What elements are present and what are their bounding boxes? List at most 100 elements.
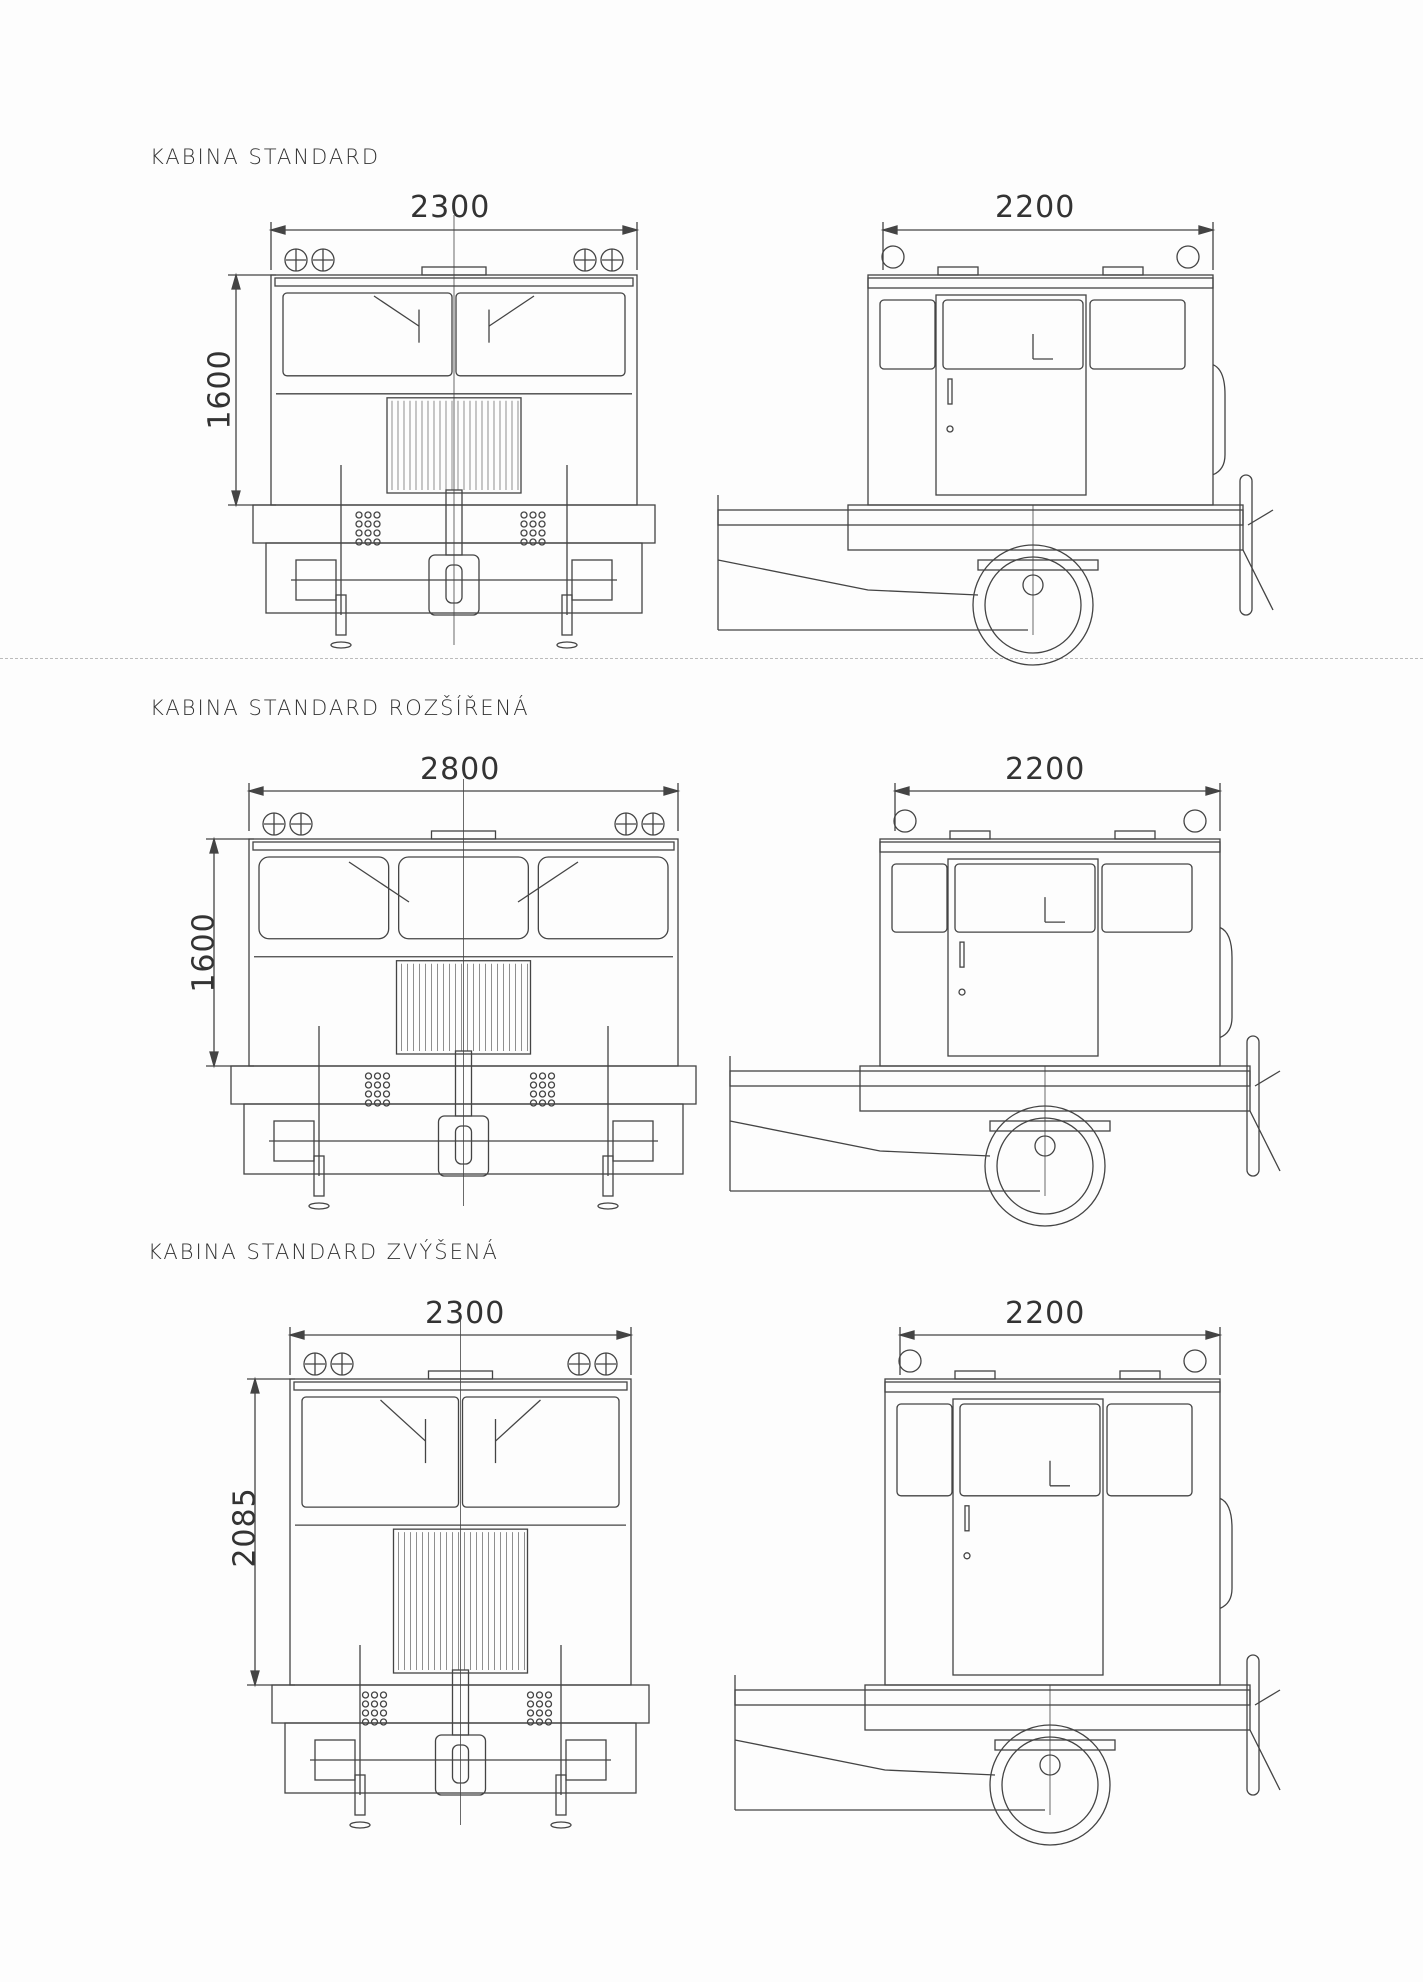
roof-vent [1102,266,1144,276]
roof-vent [1114,830,1156,840]
cab-side-body [879,838,1221,1067]
door-handle [964,1505,970,1532]
bolt-pattern [355,511,363,519]
roof-vent [949,830,991,840]
door-handle [947,378,953,405]
bolt-pattern [526,1718,535,1726]
section-title-zvysena: KABINA STANDARD ZVÝŠENÁ [148,1240,499,1264]
side-length-dimension-arrow-right [1205,1330,1223,1340]
undercarriage [265,542,643,614]
front-height-dimension-arrow-bottom [231,490,241,508]
axle-beam [989,1120,1111,1132]
beacon-icon [1176,245,1200,269]
bolt-pattern [370,1700,379,1708]
side-window-front [1089,299,1186,370]
bolt-pattern [529,520,537,528]
lower-frame [734,1739,996,1776]
front-height-dimension-arrow-top [231,272,241,290]
bolt-pattern [529,511,537,519]
bolt-pattern [364,1081,373,1089]
coupler-shaft [451,1669,470,1736]
beacon-icon [893,809,917,833]
dim-side-length-2: 2200 [1005,752,1086,787]
bolt-pattern [373,538,381,546]
bolt-pattern [373,1072,382,1080]
front-window-right [461,1396,620,1508]
bolt-pattern [355,520,363,528]
bolt-pattern [364,511,372,519]
jack-foot [330,641,352,649]
hitch-bracket [1246,1654,1260,1796]
bolt-pattern [364,1072,373,1080]
door-lock [958,988,966,996]
front-window-left [282,292,453,377]
roof-rail [867,277,1214,289]
side-length-dimension-arrow-right [1198,225,1216,235]
bolt-pattern [364,529,372,537]
scan-fold-line [0,658,1423,659]
bolt-pattern [373,1081,382,1089]
bolt-pattern [364,1090,373,1098]
roof-vent [1119,1370,1161,1380]
bolt-pattern [538,520,546,528]
frame-rail [734,1689,1251,1706]
side-length-dimension-arrow-left [892,786,910,796]
bolt-pattern [538,1099,547,1107]
undercarriage [284,1722,637,1794]
cab-side-body [867,274,1214,506]
bolt-pattern [373,1090,382,1098]
bolt-pattern [379,1709,388,1717]
bolt-pattern [538,1081,547,1089]
side-length-dimension-arrow-left [880,225,898,235]
bolt-pattern [361,1709,370,1717]
door [952,1398,1104,1676]
section-title-rozsirena: KABINA STANDARD ROZŠÍŘENÁ [150,696,530,720]
main-beam [859,1065,1251,1112]
bolt-pattern [361,1718,370,1726]
jack-foot [308,1202,330,1210]
front-width-dimension-arrow-right [663,786,681,796]
jack-foot [597,1202,619,1210]
front-fender [1219,1497,1233,1609]
dim-side-length-1: 2200 [995,190,1076,225]
jack-foot [556,641,578,649]
bolt-pattern [535,1691,544,1699]
front-fender [1219,926,1233,1039]
jack-foot [349,1821,371,1829]
side-window-rear [879,299,936,370]
front-window [258,856,390,940]
bolt-pattern [547,1090,556,1098]
front-window-left [301,1396,460,1508]
bolt-pattern [544,1718,553,1726]
frame-rail [717,509,1244,526]
bolt-pattern [538,529,546,537]
seat-outline [1032,334,1053,360]
roof-rail [879,841,1221,853]
front-width-dimension-arrow-right [616,1330,634,1340]
door-lock [963,1552,971,1560]
bolt-pattern [538,1090,547,1098]
bolt-pattern [547,1081,556,1089]
wiper [373,295,420,327]
bolt-pattern [382,1099,391,1107]
bolt-pattern [382,1072,391,1080]
jack-leg [313,1155,325,1197]
bolt-pattern [361,1691,370,1699]
door [935,294,1087,496]
coupler-slot [445,564,463,604]
bolt-pattern [538,538,546,546]
bolt-pattern [535,1700,544,1708]
seat-outline [1044,897,1065,923]
front-window [537,856,669,940]
cab-side-body [884,1378,1221,1686]
hitch-strut [1249,1729,1281,1791]
hitch-pin [1247,509,1274,526]
wiper [495,1399,541,1442]
coupler-shaft [454,1050,473,1117]
roof-vent [954,1370,996,1380]
beacon-icon [881,245,905,269]
wiper [488,295,535,327]
front-width-dimension-arrow-left [287,1330,305,1340]
jack-leg [354,1774,366,1816]
